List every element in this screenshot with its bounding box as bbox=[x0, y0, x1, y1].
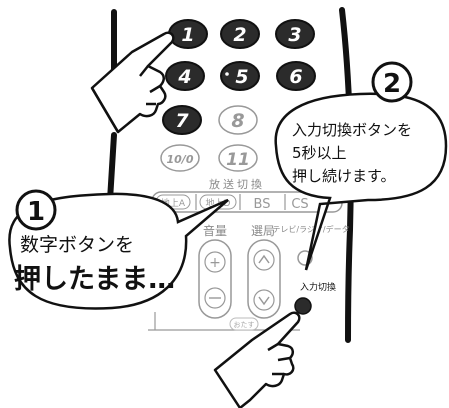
digit-button-7[interactable]: 7 bbox=[162, 105, 202, 135]
volume-rocker[interactable]: + bbox=[198, 239, 232, 319]
step2-number: 2 bbox=[383, 69, 401, 99]
step2-line3: 押し続けます。 bbox=[292, 167, 396, 185]
hand-pointer-icon-top bbox=[90, 31, 175, 134]
channel-down-icon bbox=[253, 289, 275, 311]
input-switch-button[interactable] bbox=[294, 297, 312, 315]
tactile-dot-icon bbox=[225, 72, 229, 76]
step2-line2: 5秒以上 bbox=[292, 144, 347, 162]
digit-button-8[interactable]: 8 bbox=[218, 105, 258, 135]
tv-radio-data-label: テレビ/ラジオ/データ bbox=[272, 224, 349, 234]
hand-pointer-icon-bottom bbox=[213, 311, 301, 408]
digit-label-3: 3 bbox=[288, 24, 301, 46]
step2-callout: 2 入力切換ボタンを 5秒以上 押し続けます。 bbox=[274, 61, 448, 271]
plus-icon: + bbox=[209, 255, 221, 271]
step2-line1: 入力切換ボタンを bbox=[292, 121, 412, 139]
digit-label-7: 7 bbox=[175, 110, 189, 132]
channel-up-icon bbox=[253, 249, 275, 271]
volume-down-icon bbox=[204, 287, 226, 309]
step1-callout: 1 数字ボタンを 押したまま… bbox=[8, 189, 229, 310]
otasuke-button[interactable]: おたす bbox=[229, 317, 259, 331]
digit-label-2: 2 bbox=[233, 24, 246, 46]
digit-button-6[interactable]: 6 bbox=[276, 61, 316, 91]
digit-label-1: 1 bbox=[181, 24, 194, 46]
digit-label-5: 5 bbox=[235, 66, 248, 88]
step1-number: 1 bbox=[27, 197, 45, 227]
digit-button-5[interactable]: 5 bbox=[220, 61, 260, 91]
digit-label-11: 11 bbox=[226, 150, 250, 170]
volume-up-icon bbox=[204, 251, 226, 273]
digit-button-2[interactable]: 2 bbox=[220, 19, 260, 49]
chevron-down-icon bbox=[258, 296, 270, 306]
step1-line2: 押したまま… bbox=[14, 264, 175, 295]
cs-button[interactable]: CS bbox=[291, 197, 308, 212]
channel-label: 選局 bbox=[251, 224, 275, 238]
digit-button-3[interactable]: 3 bbox=[275, 19, 315, 49]
otasuke-label: おたす bbox=[234, 321, 255, 329]
channel-rocker[interactable] bbox=[247, 239, 281, 319]
input-switch-label: 入力切換 bbox=[300, 281, 336, 293]
digit-button-1[interactable]: 1 bbox=[168, 19, 208, 49]
digit-label-6: 6 bbox=[289, 66, 302, 88]
broadcast-switch-label: 放送切換 bbox=[209, 177, 265, 191]
digit-button-10-0[interactable]: 10/0 bbox=[160, 144, 200, 172]
digit-label-8: 8 bbox=[231, 110, 244, 132]
bs-button[interactable]: BS bbox=[254, 197, 271, 212]
digit-label-10-0: 10/0 bbox=[167, 153, 194, 166]
step1-number-badge bbox=[15, 189, 57, 231]
digit-button-11[interactable]: 11 bbox=[218, 144, 258, 172]
step2-number-badge bbox=[371, 61, 413, 103]
digit-button-4[interactable]: 4 bbox=[165, 61, 205, 91]
digit-label-4: 4 bbox=[177, 66, 191, 88]
step1-line1: 数字ボタンを bbox=[20, 234, 134, 256]
chevron-up-icon bbox=[258, 254, 270, 264]
volume-label: 音量 bbox=[203, 223, 227, 238]
